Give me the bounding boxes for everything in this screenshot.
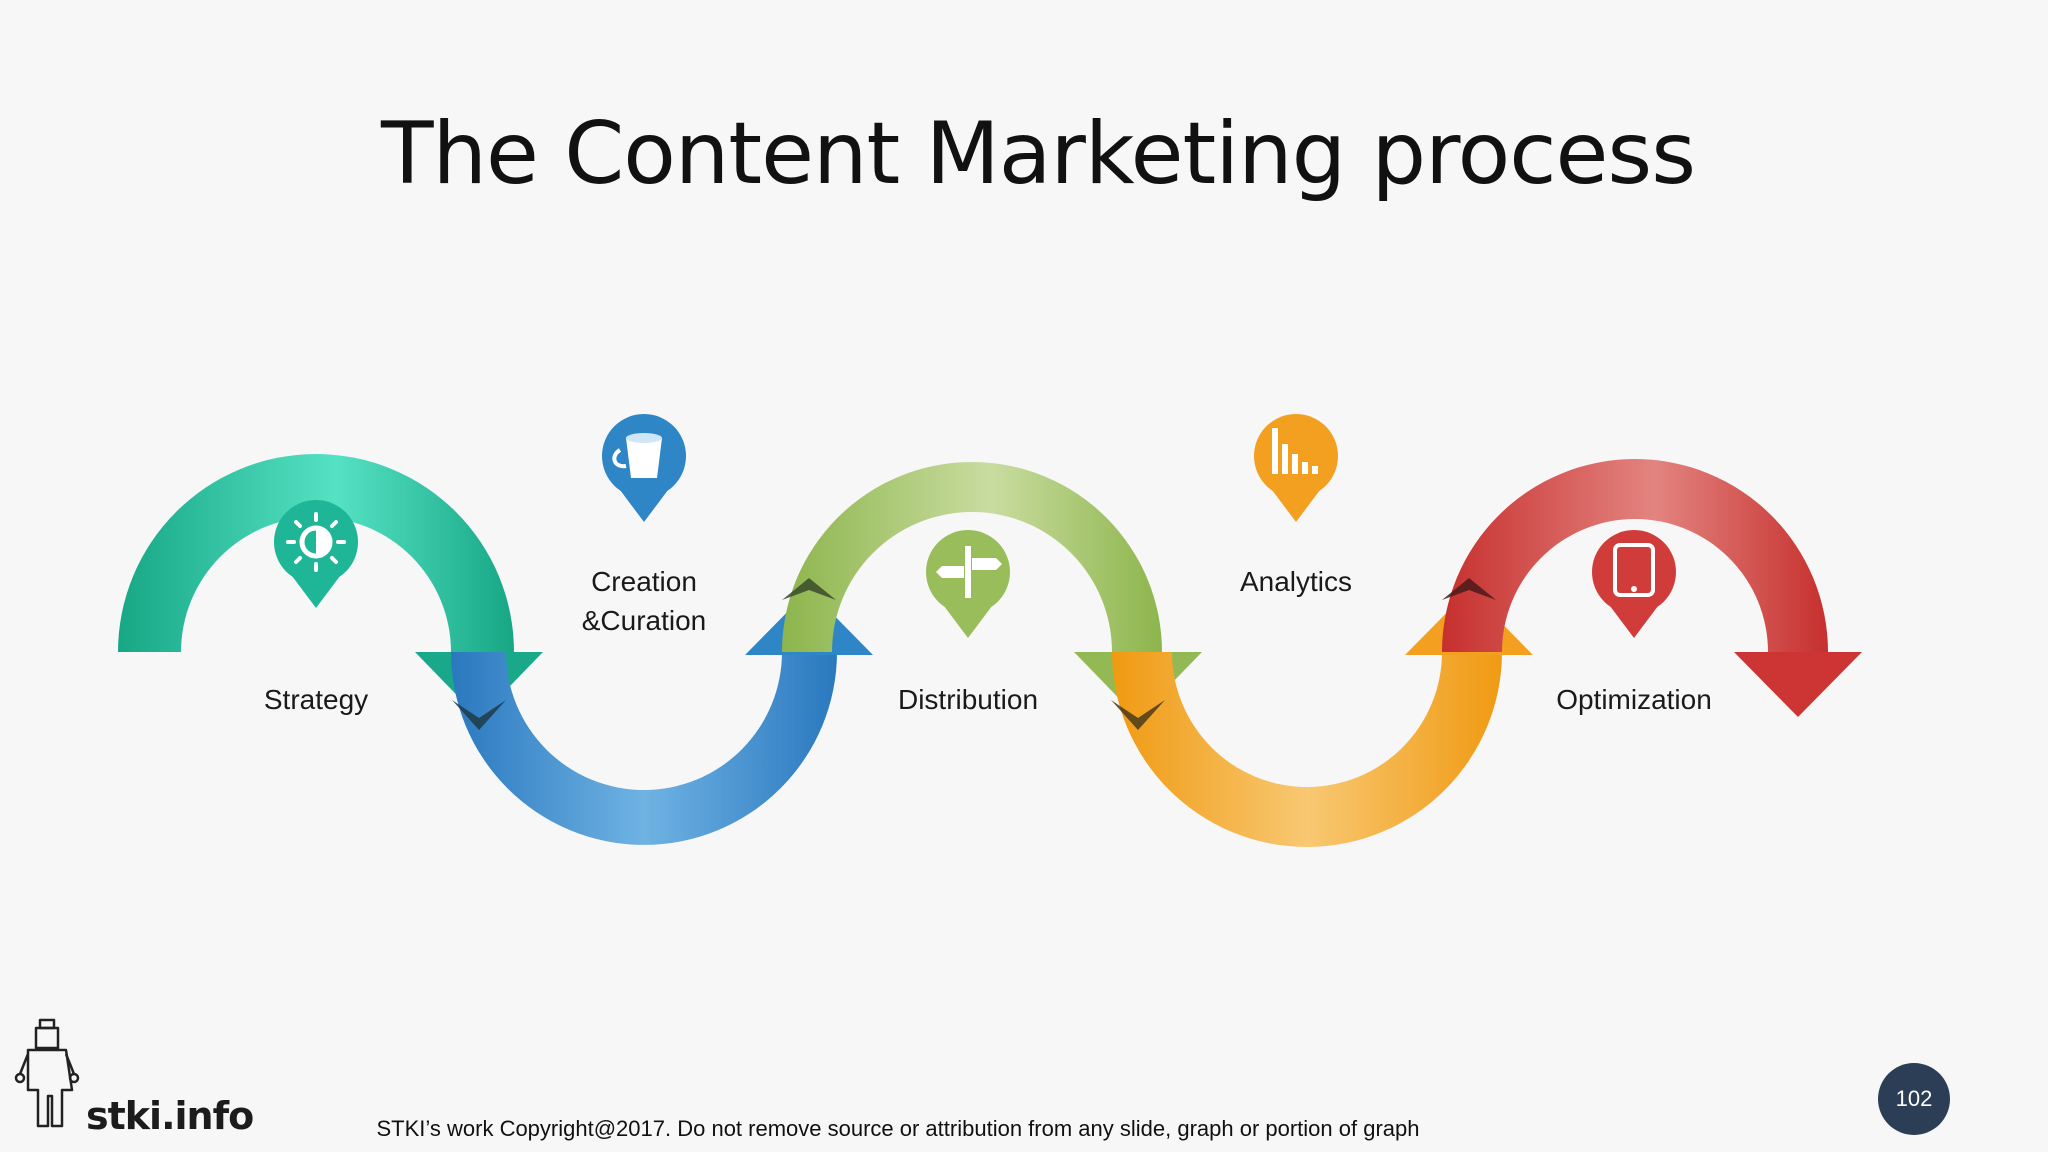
step-label-strategy: Strategy [263, 684, 369, 715]
stki-mascot-logo [14, 1018, 80, 1128]
stki-logo-text: stki.info [86, 1094, 254, 1138]
step-label-creation-line1: Creation [591, 566, 697, 597]
lightbulb-icon [274, 500, 358, 608]
optimization-arc [1442, 459, 1862, 717]
step-label-distribution: Distribution [897, 684, 1039, 715]
copyright-footer: STKI’s work Copyright@2017. Do not remov… [376, 1116, 1420, 1141]
step-label-creation: Creation &Curation [494, 562, 794, 640]
tablet-icon [1592, 530, 1676, 638]
slide-title: The Content Marketing process [380, 104, 1696, 204]
step-label-creation-line2: &Curation [581, 605, 707, 636]
step-label-optimization: Optimization [1556, 684, 1712, 715]
bucket-icon [602, 414, 686, 522]
page-number-badge: 102 [1878, 1063, 1950, 1135]
step-label-analytics: Analytics [1239, 566, 1353, 597]
bar-chart-icon [1254, 414, 1338, 522]
signpost-icon [926, 530, 1010, 638]
